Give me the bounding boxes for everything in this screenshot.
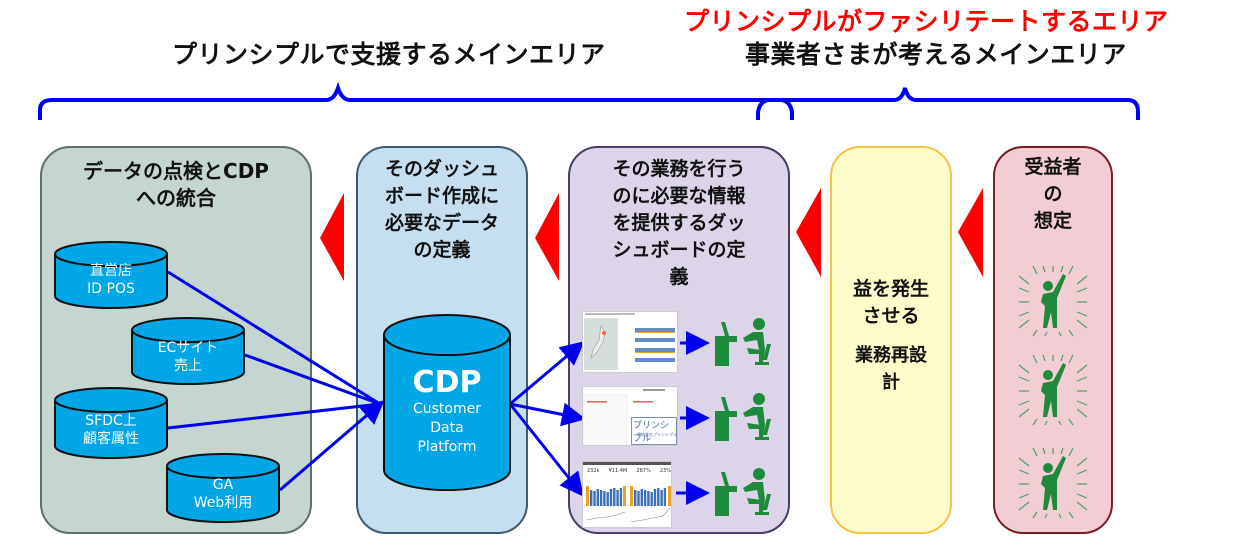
kpi-thumb-bar <box>599 490 603 506</box>
database-ec <box>131 317 245 385</box>
database-sfdc <box>54 387 168 459</box>
database-ga <box>166 453 280 523</box>
kpi-value: 232k <box>587 468 600 474</box>
dashboard-thumbnail-map <box>582 311 678 373</box>
kpi-values: 232k ¥11.4M 287% 23% <box>587 468 671 474</box>
connector-idpos <box>167 270 381 406</box>
kpi-thumb-bar <box>590 490 593 506</box>
dashboard-thumbnail-subcaption: 株式会社プリンシプル <box>637 432 677 437</box>
kpi-thumb-bar <box>660 490 663 506</box>
kpi-thumb-bar <box>640 489 643 506</box>
panel-dashboard-definition-title: その業務を行う のに必要な情報 を提供するダッ シュボードの定 義 <box>612 158 746 288</box>
sparkline-row <box>635 328 675 362</box>
panel-beneficiary: 受益者 の 想定 <box>993 146 1113 534</box>
dashboard-thumbnail-caption: プリンシプル <box>631 417 677 445</box>
flow-arrow-1 <box>320 193 344 281</box>
cheering-person-icon <box>1018 354 1088 426</box>
kpi-thumb-bar <box>650 492 653 506</box>
kpi-thumb-bar <box>653 489 657 506</box>
flow-arrow-2 <box>535 193 559 281</box>
kpi-value: 287% <box>636 468 651 474</box>
cdp-label-wrap: CDP Customer Data Platform <box>384 366 510 457</box>
dashboard-thumbnail-kpi: 232k ¥11.4M 287% 23% <box>582 461 672 528</box>
database-sfdc-label: SFDC上 顧客属性 <box>83 413 139 447</box>
panel-business-redesign-subtitle: 業務再設 計 <box>855 345 927 393</box>
facilitate-area-title: プリンシプルがファシリテートするエリア <box>684 7 1169 36</box>
kpi-chart-bars <box>583 462 671 523</box>
cheering-person-icon <box>1018 265 1088 337</box>
kpi-thumb-bar <box>596 489 599 506</box>
area-brackets <box>38 81 1140 120</box>
database-ec-label-wrap: ECサイト 売上 <box>132 339 244 375</box>
flow-arrow-3 <box>796 188 821 277</box>
panel-business-redesign: 益を発生 させる 業務再設 計 <box>830 146 952 534</box>
kpi-value: ¥11.4M <box>608 468 628 474</box>
panel-data-definition-title: そのダッシュ ボード作成に 必要なデータ の定義 <box>384 158 499 261</box>
kpi-thumb-bar <box>647 491 650 506</box>
database-idpos-label: 直営店 ID POS <box>87 263 135 297</box>
database-cdp <box>383 314 511 491</box>
connector-ec <box>244 353 381 406</box>
kpi-thumb-bar <box>643 490 647 506</box>
database-ga-label: GA Web利用 <box>193 477 253 511</box>
connector-cdp-dash3 <box>508 403 584 497</box>
right-area-title: 事業者さまが考えるメインエリア <box>745 40 1127 69</box>
kpi-thumb-bar <box>603 491 606 506</box>
connector-cdp-dash1 <box>509 341 585 406</box>
kpi-value: 23% <box>659 468 671 474</box>
left-area-title: プリンシプルで支援するメインエリア <box>172 40 606 69</box>
kpi-thumb-bar <box>613 488 616 506</box>
database-ec-label: ECサイト 売上 <box>157 340 219 374</box>
connector-cdp-dash2 <box>509 402 586 427</box>
right-bracket <box>756 87 1140 120</box>
cdp-subtitle: Customer Data Platform <box>412 401 481 455</box>
database-idpos-label-wrap: 直営店 ID POS <box>55 262 167 298</box>
database-ga-label-wrap: GA Web利用 <box>167 476 279 512</box>
kpi-thumb-bar <box>637 491 640 506</box>
cdp-title: CDP <box>412 365 482 400</box>
panel-business-redesign-title: 益を発生 させる <box>852 278 929 327</box>
database-sfdc-label-wrap: SFDC上 顧客属性 <box>55 412 167 448</box>
connector-sfdc <box>167 402 381 430</box>
kpi-thumb-bar <box>606 492 609 506</box>
kpi-thumb-bar <box>634 490 637 506</box>
flow-arrow-4 <box>958 188 983 277</box>
dashboard-thumbnail-text: プリンシプル 株式会社プリンシプル <box>582 386 678 446</box>
cheering-person-icon <box>1018 447 1088 519</box>
kpi-thumb-bar <box>657 488 660 506</box>
database-idpos <box>54 241 168 309</box>
kpi-thumb-bar <box>609 489 613 506</box>
connector-ga <box>279 400 385 492</box>
kpi-thumb-bar <box>663 488 667 506</box>
panel-beneficiary-title: 受益者 の 想定 <box>1024 156 1082 232</box>
kpi-thumb-bar <box>593 491 596 506</box>
panel-data-integration-title: データの点検とCDP への統合 <box>83 159 269 210</box>
kpi-thumb-bar <box>619 488 623 506</box>
kpi-thumb-bar <box>616 490 619 506</box>
